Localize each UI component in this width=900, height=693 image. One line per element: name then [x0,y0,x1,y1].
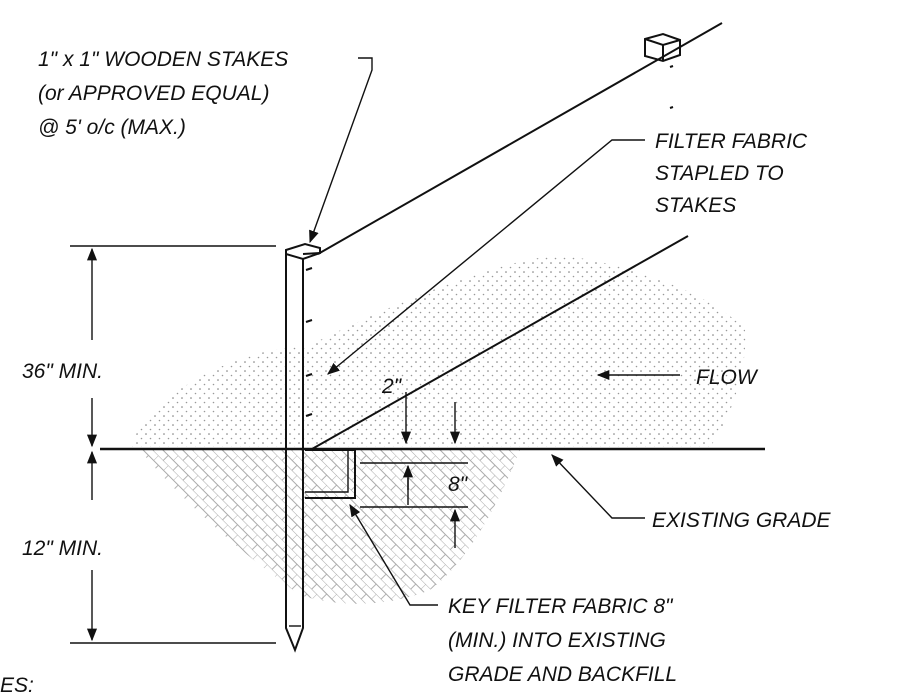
key-label: KEY FILTER FABRIC 8" (MIN.) INTO EXISTIN… [448,595,678,686]
flow-label: FLOW [696,366,759,389]
fabric-leader [327,139,645,375]
key-trench-inner [305,449,349,493]
far-stake [644,32,681,109]
stakes-leader [309,57,373,244]
fence-top-line [317,22,723,255]
fabric-label: FILTER FABRIC STAPLED TO STAKES [655,130,813,217]
key-depth-dimension [360,462,468,548]
height-dimensions [70,245,276,644]
key-leader [349,503,438,606]
fabric-offset-dimension [400,392,461,445]
notes-label: ES: [0,674,34,693]
stakes-label: 1" x 1" WOODEN STAKES (or APPROVED EQUAL… [38,48,294,139]
soil-hatch-area [140,450,520,604]
key-depth-label: 8" [448,473,469,496]
sediment-area [130,255,746,447]
existing-grade-label: EXISTING GRADE [652,509,832,532]
near-wooden-stake [285,242,321,653]
grade-leader [551,454,645,519]
above-grade-dimension-label: 36" MIN. [22,360,103,383]
below-grade-dimension-label: 12" MIN. [22,537,103,560]
fabric-offset-label: 2" [381,375,403,398]
filter-fabric-line [311,235,689,450]
